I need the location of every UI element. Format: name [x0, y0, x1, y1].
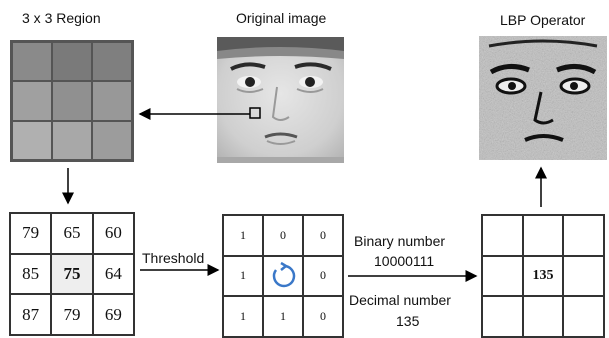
- region-cell: [92, 42, 132, 82]
- binary-number-label: Binary number: [354, 233, 446, 249]
- value-cell: 65: [51, 213, 93, 254]
- region-cell: [52, 120, 92, 160]
- lbp-cell: [522, 296, 564, 337]
- region-cell: [92, 120, 132, 160]
- lbp-cell: [482, 255, 523, 297]
- lbp-cell: [522, 215, 564, 256]
- region-cell: [52, 42, 92, 82]
- value-cell: 69: [92, 294, 134, 335]
- value-cell: 79: [51, 294, 93, 335]
- lbp-center-cell: 135: [522, 255, 564, 297]
- threshold-bit-cell: 0: [303, 255, 343, 297]
- region-cell: [92, 81, 132, 121]
- return-arrow-icon: [263, 255, 303, 297]
- lbp-operator-title: LBP Operator: [500, 12, 586, 28]
- threshold-bit-cell: 0: [263, 215, 303, 256]
- decimal-number-value: 135: [396, 313, 420, 329]
- value-cell: 85: [10, 253, 52, 295]
- threshold-bit-cell: 1: [223, 296, 263, 337]
- decimal-number-label: Decimal number: [349, 292, 451, 308]
- original-image-title: Original image: [236, 10, 327, 26]
- region-cell: [12, 42, 52, 82]
- center-value-cell: 75: [51, 253, 93, 295]
- threshold-label: Threshold: [142, 250, 205, 266]
- region-grid: [10, 40, 134, 162]
- selection-square: [249, 107, 261, 119]
- region-cell: [52, 81, 92, 121]
- region-cell: [12, 120, 52, 160]
- value-cell: 60: [92, 213, 134, 254]
- region-cell: [12, 81, 52, 121]
- binary-number-value: 10000111: [374, 253, 435, 269]
- lbp-cell: [482, 296, 523, 337]
- lbp-cell: [563, 296, 604, 337]
- value-cell: 87: [10, 294, 52, 335]
- lbp-cell: [563, 255, 604, 297]
- lbp-cell: [563, 215, 604, 256]
- value-cell: 64: [92, 253, 134, 295]
- lbp-operator-image: [479, 36, 607, 160]
- region-title: 3 x 3 Region: [22, 10, 101, 26]
- threshold-bit-cell: 0: [303, 215, 343, 256]
- lbp-cell: [482, 215, 523, 256]
- threshold-bit-cell: 1: [223, 255, 263, 297]
- original-face-image: [217, 37, 344, 163]
- threshold-bit-cell: 0: [303, 296, 343, 337]
- threshold-bit-cell: 1: [263, 296, 303, 337]
- threshold-bit-cell: 1: [223, 215, 263, 256]
- value-cell: 79: [10, 213, 52, 254]
